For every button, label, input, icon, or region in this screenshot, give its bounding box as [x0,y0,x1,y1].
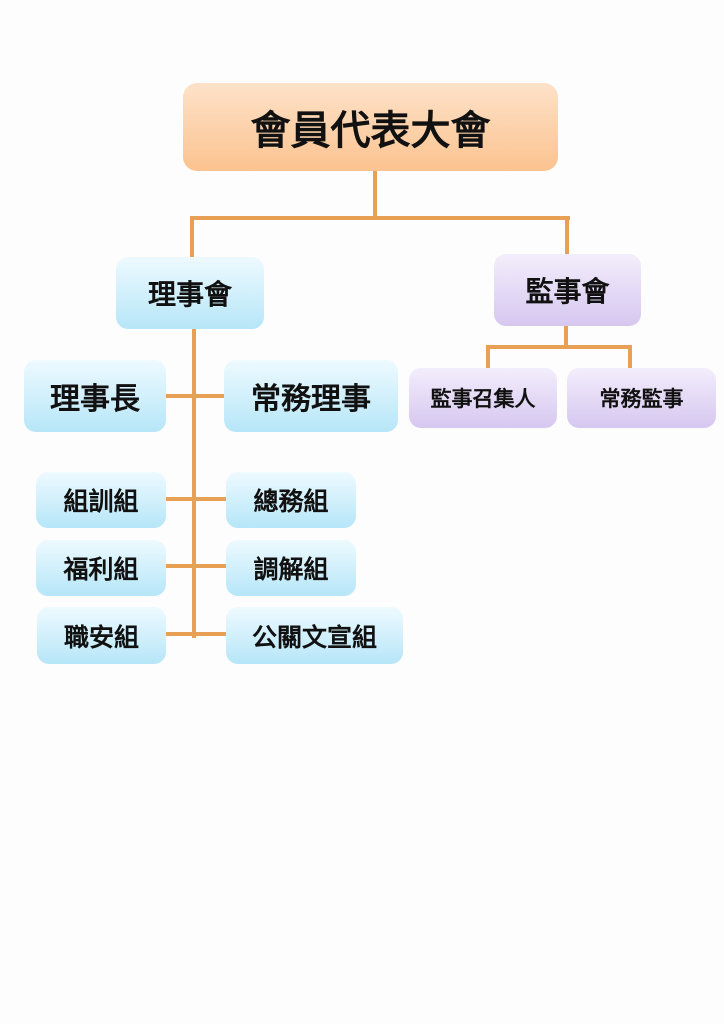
group-node-occupational-safety: 職安組 [37,607,166,664]
connector-board-spine [192,326,196,638]
standing-supervisor-node: 常務監事 [567,368,716,428]
connector-to-standing-supervisor [628,345,632,369]
standing-directors-node: 常務理事 [224,360,398,432]
connector-supervisors-down [564,325,568,347]
supervisors-node: 監事會 [494,254,641,326]
board-label: 理事會 [147,278,232,311]
connector-row-group-2 [165,564,227,568]
standing-supervisor-label: 常務監事 [599,387,684,411]
root-label: 會員代表大會 [250,108,491,154]
group-node-public-relations: 公關文宣組 [226,607,403,664]
root-node: 會員代表大會 [183,83,558,171]
group-node-training: 組訓組 [36,472,166,528]
group-node-general-affairs: 總務組 [226,472,356,528]
group-node-welfare: 福利組 [36,540,166,596]
convener-label: 監事召集人 [430,387,536,411]
group-node-mediation: 調解組 [226,540,356,596]
connector-row-group-3 [165,632,227,636]
standing-directors-label: 常務理事 [251,382,371,417]
group-label: 福利組 [63,555,139,584]
connector-to-supervisors [565,216,569,256]
connector-to-convener [486,345,490,369]
connector-top-horizontal [190,216,570,220]
chair-label: 理事長 [50,382,140,417]
group-label: 總務組 [253,487,329,516]
connector-to-board [190,216,194,258]
connector-root-down [373,169,377,219]
supervisors-label: 監事會 [525,275,610,308]
group-label: 組訓組 [63,487,139,516]
connector-row-group-1 [165,497,227,501]
connector-supervisors-horizontal [486,345,632,349]
board-node: 理事會 [116,257,264,329]
convener-node: 監事召集人 [409,368,557,428]
group-label: 公關文宣組 [251,622,377,652]
group-label: 職安組 [63,622,139,652]
chair-node: 理事長 [24,360,166,432]
connector-row-leaders [165,394,225,398]
group-label: 調解組 [253,555,329,584]
